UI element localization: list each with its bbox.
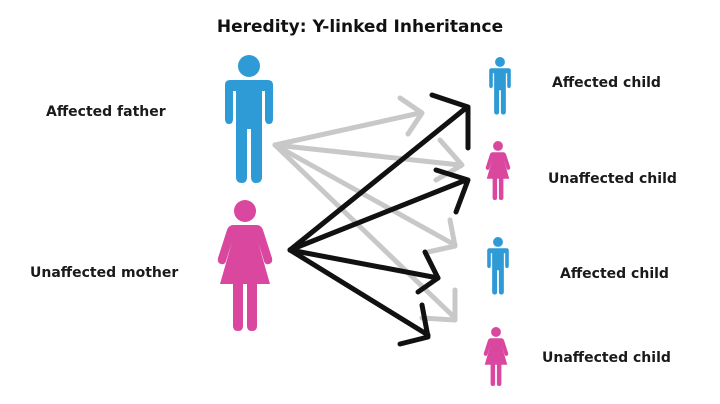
child-1-male-icon [489, 57, 511, 115]
child-3-male-icon [487, 237, 509, 295]
child-4-label: Unaffected child [542, 350, 671, 366]
child-1-label: Affected child [552, 75, 661, 91]
father-figure-icon [225, 55, 273, 183]
child-3-label: Affected child [560, 266, 669, 282]
father-arrows [272, 95, 465, 323]
mother-figure-icon [217, 200, 273, 331]
child-2-label: Unaffected child [548, 171, 677, 187]
mother-arrows [287, 92, 471, 347]
father-label: Affected father [46, 104, 166, 120]
mother-label: Unaffected mother [30, 265, 179, 281]
diagram-title: Heredity: Y-linked Inheritance [216, 17, 504, 37]
child-4-female-icon [483, 327, 509, 386]
child-2-female-icon [485, 141, 511, 200]
